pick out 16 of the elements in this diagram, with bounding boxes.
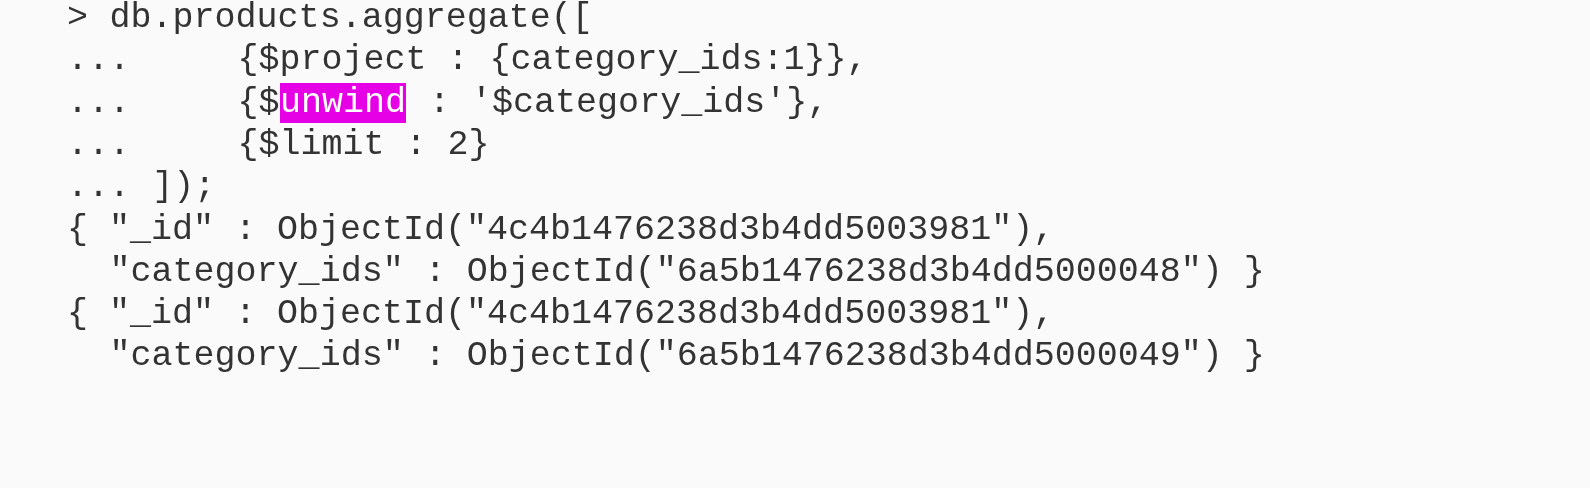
output-text: { "_id" : ObjectId("4c4b1476238d3b4dd5003981"), xyxy=(67,209,1055,250)
output-text: "category_ids" : ObjectId("6a5b1476238d3b4dd5000049") } xyxy=(109,336,1265,377)
code-text: {$ xyxy=(237,82,280,123)
code-text: {$project : {category_ids:1}}, xyxy=(237,40,868,81)
output-text: { "_id" : ObjectId("4c4b1476238d3b4dd5003981"), xyxy=(67,294,1055,335)
highlighted-code-text: unwind xyxy=(280,82,407,123)
output-text: "category_ids" : ObjectId("6a5b1476238d3b4dd5000048") } xyxy=(109,251,1265,292)
prompt-text: ... xyxy=(67,124,130,165)
code-text: ]); xyxy=(152,167,216,208)
code-text: : '$category_ids'}, xyxy=(429,82,829,123)
code-text: {$limit : 2} xyxy=(237,124,490,165)
prompt-text: ... xyxy=(67,167,130,208)
prompt-text: ... xyxy=(67,40,130,81)
code-text: db.products.aggregate([ xyxy=(109,0,593,38)
prompt-text: ... xyxy=(67,82,130,123)
prompt-text: > xyxy=(67,0,88,38)
